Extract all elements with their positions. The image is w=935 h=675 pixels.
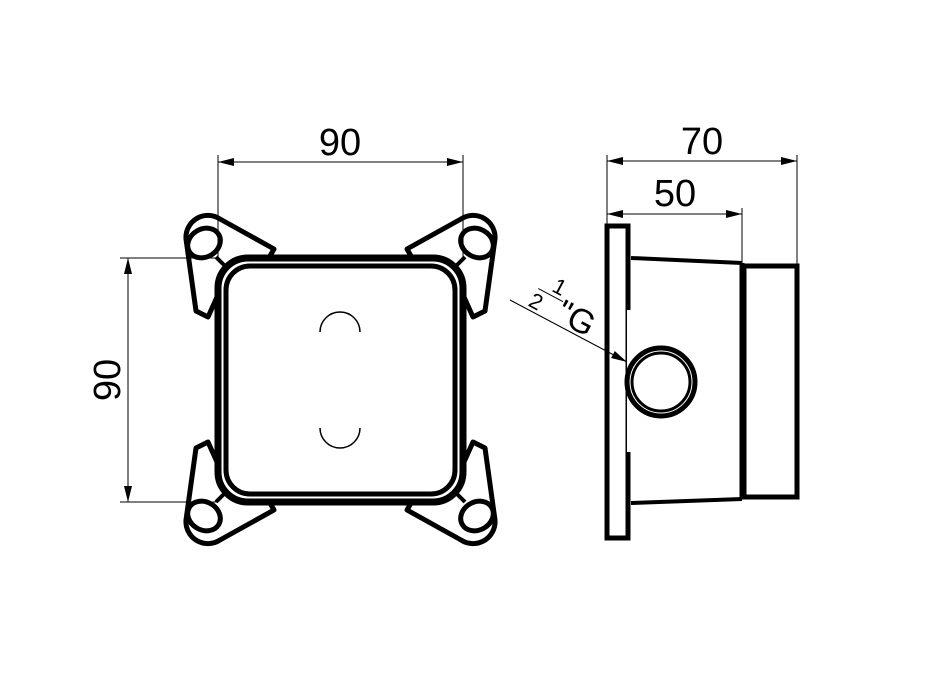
- thread-leader-line: [509, 299, 628, 363]
- inlet-port-outer: [624, 345, 698, 419]
- front-view: 90 90: [87, 122, 499, 544]
- overall-depth-dimension-label: 70: [681, 121, 723, 163]
- thread-label: 1 2 "G: [525, 273, 602, 345]
- side-view: 1 2 "G 70 50: [509, 121, 800, 541]
- thread-fraction-denominator: 2: [525, 288, 548, 316]
- box-outer-outline: [214, 254, 467, 506]
- slot-bottom: [319, 427, 361, 449]
- thread-suffix: "G: [550, 293, 602, 345]
- height-dimension-label: 90: [87, 359, 129, 401]
- body-depth-dimension-label: 50: [654, 173, 696, 215]
- cap: [741, 263, 800, 500]
- inlet-port-inner: [630, 351, 692, 413]
- width-dimension-label: 90: [319, 122, 361, 164]
- slot-top: [319, 311, 361, 333]
- box-inner-outline: [223, 263, 458, 497]
